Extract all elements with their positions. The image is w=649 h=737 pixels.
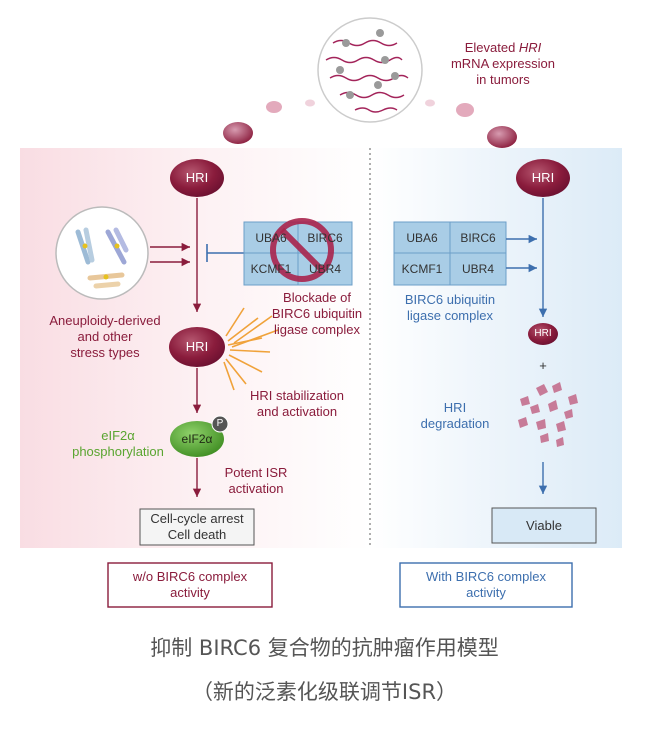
right-outcome-box-bg bbox=[491, 507, 597, 544]
left-outcome-box: Cell-cycle arrest Cell death bbox=[150, 511, 244, 542]
hri-node-left-mid bbox=[169, 327, 225, 367]
hri-node-right-small bbox=[528, 323, 558, 345]
hri-label-right-top: HRI bbox=[531, 170, 555, 185]
right-complex-label: BIRC6 ubiquitin ligase complex bbox=[404, 292, 496, 323]
right-complex-kcmf1: KCMF1 bbox=[401, 262, 443, 276]
eif-phosphorylation-label: eIF2α phosphorylation bbox=[72, 428, 164, 459]
left-condition-box-bg bbox=[107, 562, 273, 608]
no-symbol-icon bbox=[270, 218, 334, 282]
chromosome-circle-icon bbox=[55, 206, 149, 300]
blockade-label: Blockade of BIRC6 ubiquitin ligase compl… bbox=[271, 290, 363, 337]
caption-line-2: （新的泛素化级联调节ISR） bbox=[191, 680, 458, 704]
plus-sign: + bbox=[539, 358, 547, 373]
degradation-label: HRI degradation bbox=[420, 400, 490, 431]
left-complex-birc6: BIRC6 bbox=[307, 230, 343, 245]
degradation-fragments-icon bbox=[518, 382, 578, 447]
mrna-label: Elevated HRI mRNA expression in tumors bbox=[450, 40, 556, 87]
hri-label-left-top: HRI bbox=[185, 170, 209, 185]
left-complex-kcmf1: KCMF1 bbox=[250, 262, 292, 276]
hri-node-right-top bbox=[516, 159, 570, 197]
left-complex-uba6: UBA6 bbox=[255, 230, 287, 245]
right-condition-box: With BIRC6 complex activity bbox=[426, 569, 546, 600]
isr-label: Potent ISR activation bbox=[224, 465, 288, 496]
right-complex-grid bbox=[393, 221, 507, 286]
eif2a-node bbox=[170, 421, 224, 457]
right-complex-uba6: UBA6 bbox=[406, 230, 438, 245]
hri-blob-trail-left bbox=[223, 99, 315, 144]
stabilization-label: HRI stabilization and activation bbox=[250, 388, 344, 419]
right-condition-box-bg bbox=[399, 562, 573, 608]
left-complex-ubr4: UBR4 bbox=[308, 262, 341, 276]
right-complex-ubr4: UBR4 bbox=[461, 262, 494, 276]
hri-label-right-small: HRI bbox=[534, 328, 552, 339]
caption-line-1: 抑制 BIRC6 复合物的抗肿瘤作用模型 bbox=[150, 636, 499, 660]
eif2a-node-label: eIF2α bbox=[181, 432, 213, 446]
activation-sparks-icon bbox=[223, 307, 279, 391]
stress-label: Aneuploidy-derived and other stress type… bbox=[49, 313, 161, 360]
mrna-circle-icon bbox=[317, 17, 423, 123]
right-panel-bg bbox=[372, 148, 622, 548]
right-outcome-box: Viable bbox=[526, 517, 562, 533]
phosphate-badge bbox=[211, 415, 229, 433]
hri-label-left-mid: HRI bbox=[185, 339, 209, 354]
phosphate-badge-label: P bbox=[216, 418, 224, 429]
left-outcome-box-bg bbox=[139, 508, 255, 546]
right-complex-birc6: BIRC6 bbox=[460, 230, 496, 245]
left-complex-grid bbox=[243, 221, 353, 286]
hri-blob-trail-right bbox=[425, 99, 517, 148]
left-condition-box: w/o BIRC6 complex activity bbox=[132, 569, 248, 600]
hri-node-left-top bbox=[170, 159, 224, 197]
